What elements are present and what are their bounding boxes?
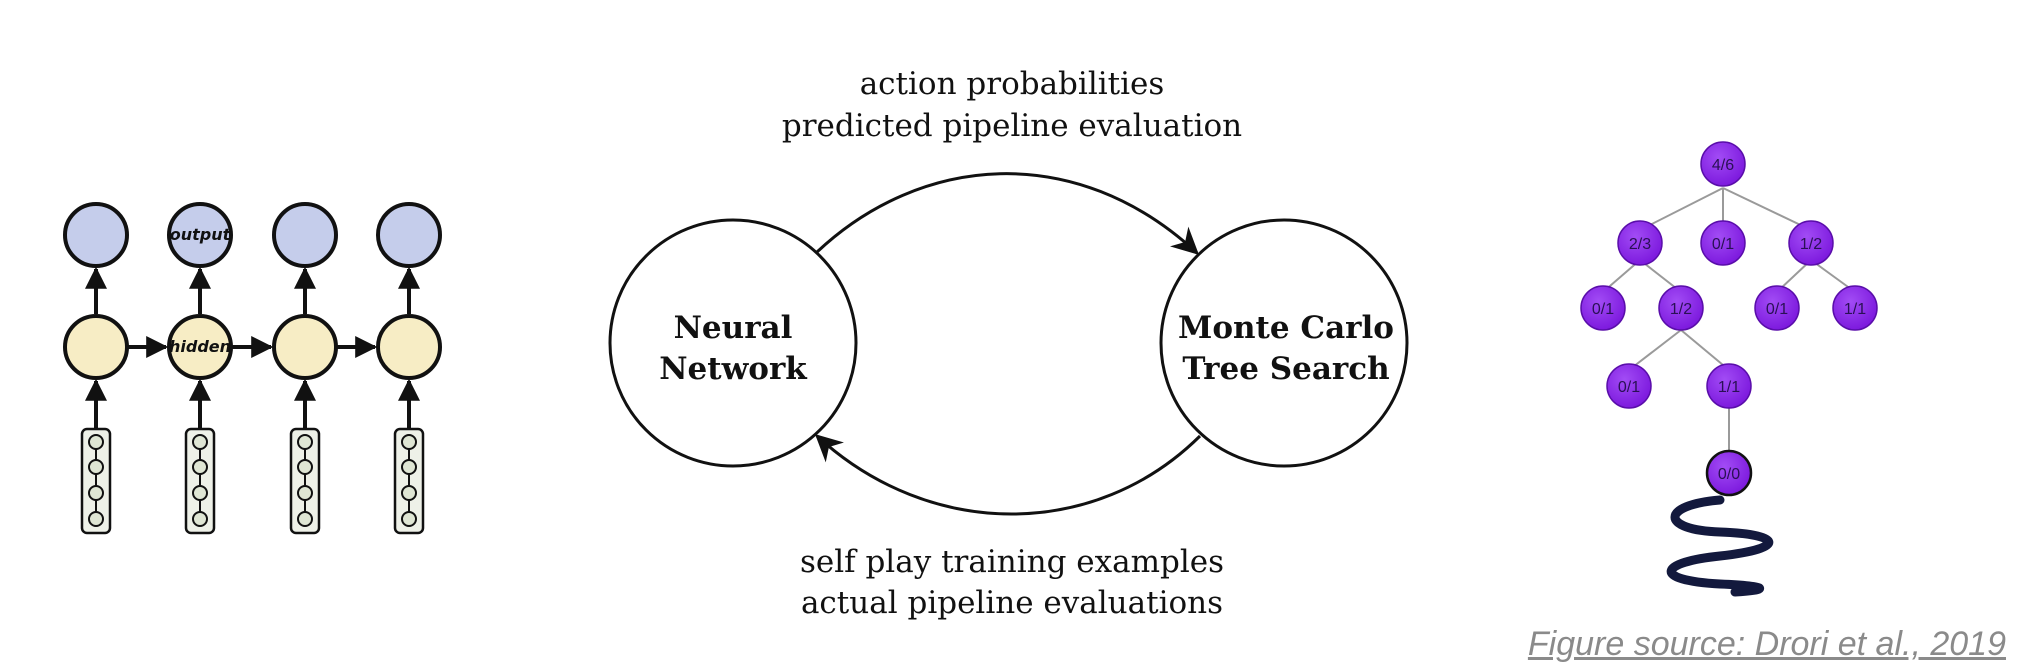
tree-node: 1/1: [1832, 285, 1878, 331]
rnn-input-vector: [80, 427, 112, 535]
svg-text:0/1: 0/1: [1592, 301, 1614, 318]
tree-edge: [1722, 187, 1812, 231]
tree-node: 2/3: [1617, 220, 1663, 266]
svg-text:1/1: 1/1: [1844, 301, 1866, 318]
svg-text:0/1: 0/1: [1766, 301, 1788, 318]
bottom-arrow: [815, 434, 1202, 516]
tree-node: 0/1: [1754, 285, 1800, 331]
svg-text:1/2: 1/2: [1800, 236, 1822, 253]
mcts-node: [1159, 218, 1409, 468]
mcts-label-line1: Monte Carlo: [1178, 310, 1394, 346]
svg-text:0/1: 0/1: [1618, 379, 1640, 396]
rnn-input-vector: [393, 427, 425, 535]
tree-edge: [1639, 187, 1724, 231]
tree-edge: [1680, 329, 1730, 371]
tree-node: 1/1: [1706, 363, 1752, 409]
rnn-output-node: [272, 202, 338, 268]
rnn-hidden-node: [272, 314, 338, 380]
rnn-output-label: output: [170, 225, 232, 244]
rnn-hidden-label: hidden: [169, 337, 231, 356]
svg-text:4/6: 4/6: [1712, 157, 1734, 174]
top-label-line1: action probabilities: [860, 66, 1165, 102]
rollout-spiral: [1666, 495, 1774, 597]
neural-network-label-line1: Neural: [674, 310, 793, 346]
figure-source-caption[interactable]: Figure source: Drori et al., 2019: [1527, 625, 2006, 663]
tree-node-root: 4/6: [1700, 141, 1746, 187]
neural-network-label-line2: Network: [659, 351, 808, 387]
svg-text:2/3: 2/3: [1629, 236, 1651, 253]
tree-node: 0/1: [1700, 220, 1746, 266]
mcts-label-line2: Tree Search: [1182, 351, 1389, 387]
tree-node-leaf: 0/0: [1705, 449, 1753, 497]
self-play-cycle: action probabilities predicted pipeline …: [608, 66, 1409, 621]
svg-text:1/2: 1/2: [1670, 301, 1692, 318]
bottom-label-line2: actual pipeline evaluations: [801, 585, 1223, 621]
rnn-input-vector: [289, 427, 321, 535]
tree-node: 0/1: [1580, 285, 1626, 331]
rnn-output-node: [376, 202, 442, 268]
rnn-output-node: [167, 202, 233, 268]
tree-edge: [1628, 329, 1682, 371]
rnn-hidden-node: [63, 314, 129, 380]
svg-text:0/1: 0/1: [1712, 236, 1734, 253]
bottom-label-line1: self play training examples: [800, 544, 1224, 580]
rnn-output-node: [63, 202, 129, 268]
mcts-tree: 4/6 2/3 0/1 1/2 0/1 1/2 0/1 1/1: [1580, 141, 1878, 597]
tree-node: 1/2: [1788, 220, 1834, 266]
rnn-input-vector: [184, 427, 216, 535]
tree-node: 0/1: [1606, 363, 1652, 409]
top-arrow: [815, 172, 1199, 255]
tree-node: 1/2: [1658, 285, 1704, 331]
svg-text:1/1: 1/1: [1718, 379, 1740, 396]
rnn-diagram: output hidden: [63, 202, 442, 535]
top-label-line2: predicted pipeline evaluation: [782, 108, 1242, 144]
rnn-hidden-node: [376, 314, 442, 380]
neural-network-node: [608, 218, 858, 468]
svg-text:0/0: 0/0: [1718, 466, 1740, 483]
rnn-hidden-node: [167, 314, 233, 380]
